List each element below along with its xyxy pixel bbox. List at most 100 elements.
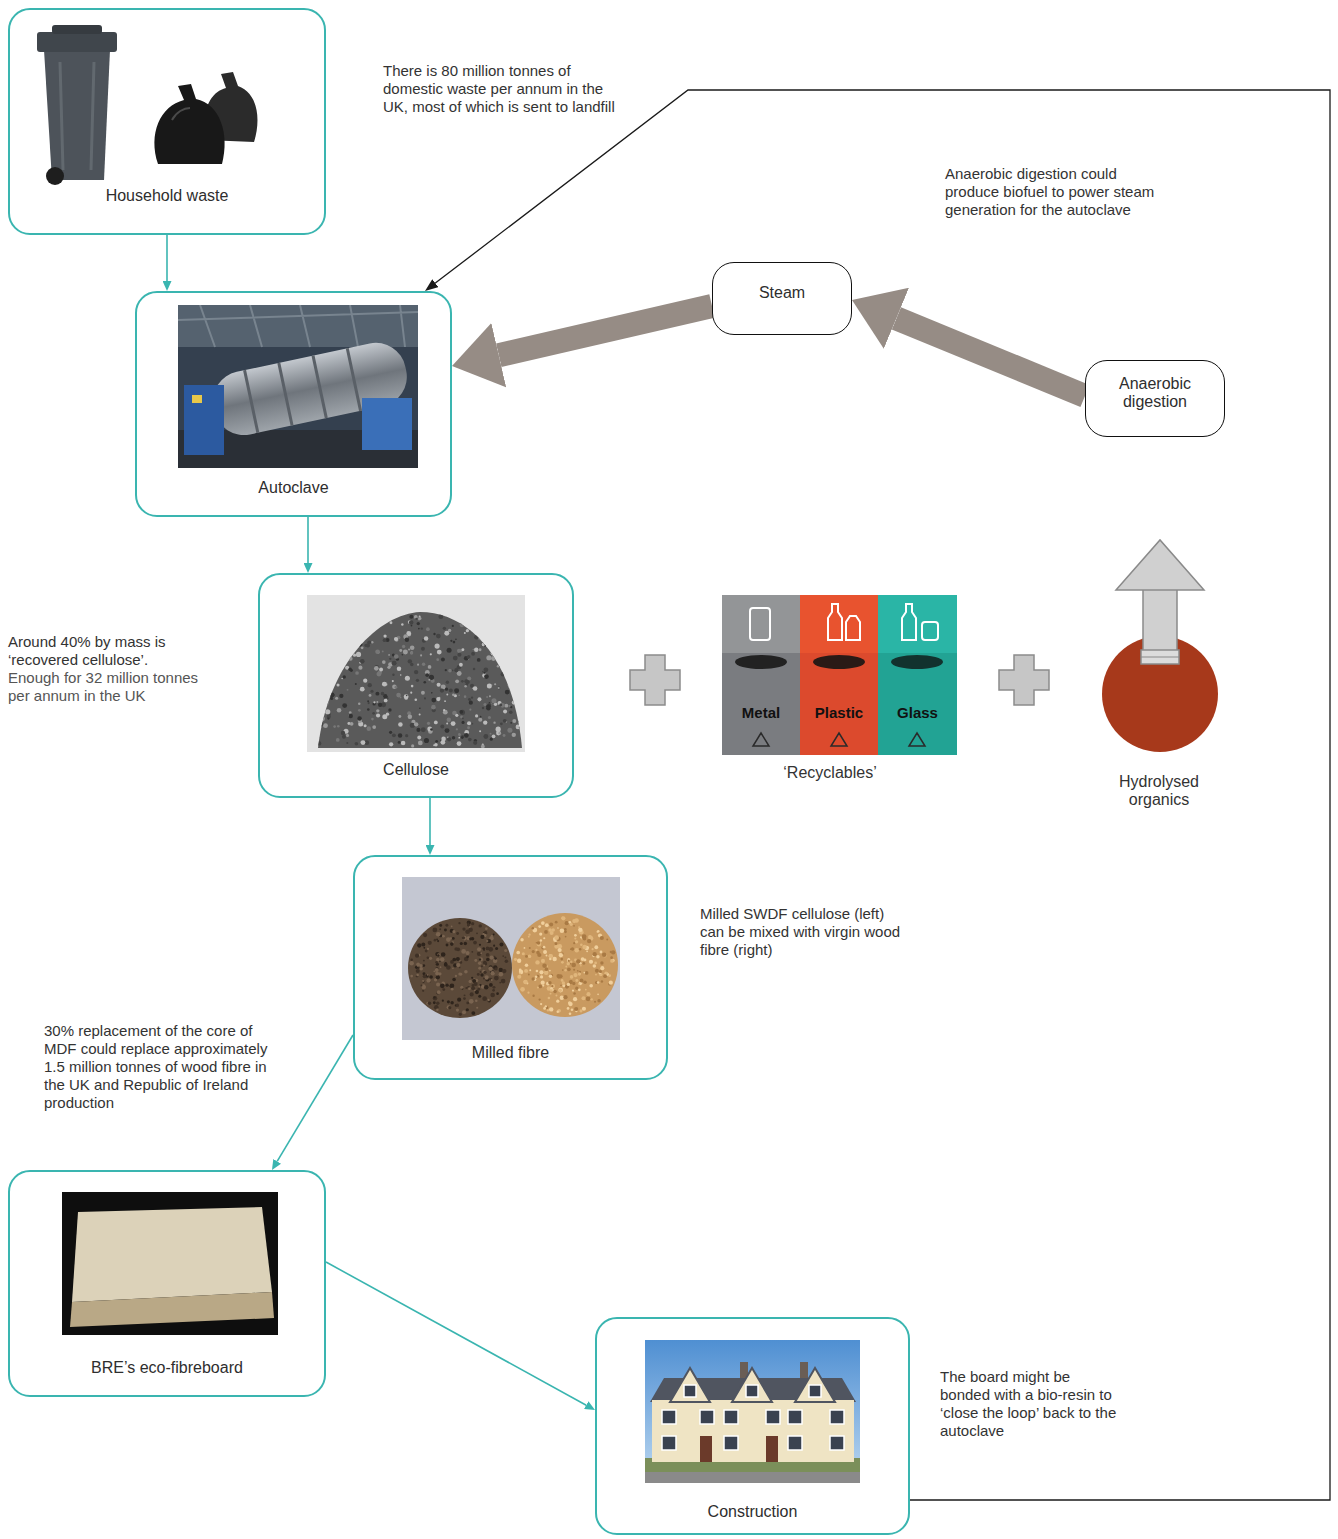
milled-fibre-photo: [437, 954, 439, 956]
cellulose-photo: [390, 621, 393, 624]
milled-fibre-photo: [573, 969, 575, 971]
milled-fibre-photo: [564, 969, 566, 971]
houses-photo: [766, 1410, 780, 1424]
milled-fibre-photo: [527, 992, 529, 994]
milled-fibre-photo: [532, 950, 535, 953]
cellulose-photo: [496, 618, 499, 621]
cellulose-photo: [361, 646, 364, 649]
cellulose-photo: [320, 717, 324, 721]
milled-fibre-photo: [563, 995, 567, 999]
milled-fibre-photo: [536, 970, 539, 973]
milled-fibre-photo: [442, 1000, 444, 1002]
cellulose-photo: [505, 612, 510, 617]
cellulose-photo: [515, 670, 518, 673]
cellulose-photo: [502, 618, 505, 621]
cellulose-photo: [493, 721, 495, 723]
cellulose-photo: [505, 636, 510, 641]
milled-fibre-photo: [456, 957, 460, 961]
milled-fibre-photo: [493, 934, 495, 936]
milled-fibre-photo: [578, 972, 581, 975]
milled-fibre-photo: [474, 982, 478, 986]
bin-bags: [172, 108, 190, 120]
cellulose-photo: [503, 710, 507, 714]
milled-fibre-photo: [475, 999, 478, 1002]
cellulose-photo: [348, 714, 352, 718]
milled-fibre-photo: [539, 932, 542, 935]
cellulose-photo: [449, 688, 453, 692]
cellulose-photo: [358, 703, 360, 705]
fibreboard-photo: [72, 1207, 272, 1302]
cellulose-photo: [344, 626, 347, 629]
milled-fibre-photo: [462, 936, 465, 939]
cellulose-photo: [428, 679, 430, 681]
cellulose-photo: [511, 613, 515, 617]
cellulose-photo: [342, 735, 346, 739]
cellulose-photo: [382, 714, 387, 719]
cellulose-photo: [445, 728, 450, 733]
cellulose-photo: [402, 645, 405, 648]
milled-fibre-photo: [437, 990, 441, 994]
cellulose-photo: [510, 722, 512, 724]
recycling-bins: [722, 595, 957, 755]
cellulose-photo: [498, 628, 500, 630]
cellulose-photo: [464, 632, 466, 634]
cellulose-photo: [372, 725, 376, 729]
milled-fibre-photo: [499, 943, 503, 947]
milled-fibre-photo: [489, 978, 492, 981]
milled-fibre-photo: [471, 951, 473, 953]
milled-fibre-photo: [490, 993, 495, 998]
milled-fibre-photo: [436, 938, 438, 940]
cellulose-photo: [436, 697, 440, 701]
cellulose-photo: [368, 702, 370, 704]
milled-fibre-photo: [578, 988, 581, 991]
cellulose-photo: [337, 708, 342, 713]
cellulose-photo: [444, 700, 446, 702]
milled-fibre-photo: [599, 970, 602, 973]
cellulose-photo: [452, 625, 454, 627]
cellulose-photo: [483, 703, 486, 706]
cellulose-photo: [405, 676, 410, 681]
cellulose-photo: [498, 687, 500, 689]
milled-fibre-photo: [487, 999, 490, 1002]
cellulose-photo: [481, 635, 486, 640]
cellulose-photo: [477, 697, 481, 701]
houses-photo: [746, 1385, 758, 1397]
milled-fibre-photo: [475, 990, 479, 994]
milled-fibre-photo: [532, 995, 534, 997]
cellulose-photo: [307, 595, 525, 752]
cellulose-photo: [457, 653, 461, 657]
cellulose-photo: [373, 701, 375, 703]
note-text: The board might be bonded with a bio-res…: [940, 1368, 1118, 1440]
milled-fibre-photo: [471, 977, 473, 979]
milled-fibre-photo: [423, 933, 427, 937]
cellulose-photo: [392, 680, 394, 682]
cellulose-photo: [455, 679, 459, 683]
milled-fibre-photo: [585, 971, 589, 975]
cellulose-photo: [343, 618, 345, 620]
milled-fibre-photo: [571, 947, 574, 950]
houses-photo: [800, 1362, 808, 1380]
milled-fibre-photo: [555, 995, 557, 997]
milled-fibre-photo: [582, 962, 585, 965]
milled-fibre-photo: [454, 947, 458, 951]
milled-fibre-photo: [572, 989, 574, 991]
houses-photo: [788, 1436, 802, 1450]
cellulose-photo: [355, 742, 359, 746]
cellulose-photo: [338, 615, 343, 620]
cellulose-photo: [484, 645, 486, 647]
cellulose-photo: [410, 651, 413, 654]
cellulose-photo: [398, 715, 401, 718]
milled-fibre-photo: [409, 961, 414, 966]
milled-fibre-photo: [531, 977, 534, 980]
milled-fibre-photo: [477, 973, 480, 976]
milled-fibre-photo: [494, 976, 499, 981]
milled-fibre-photo: [591, 948, 593, 950]
milled-fibre-photo: [581, 996, 585, 1000]
milled-fibre-photo: [494, 957, 497, 960]
milled-fibre-photo: [450, 1001, 453, 1004]
cellulose-photo: [333, 666, 335, 668]
cellulose-photo: [423, 681, 426, 684]
milled-fibre-photo: [538, 925, 541, 928]
picture-caption: Hydrolysed organics: [1093, 773, 1225, 809]
cellulose-photo: [344, 655, 346, 657]
